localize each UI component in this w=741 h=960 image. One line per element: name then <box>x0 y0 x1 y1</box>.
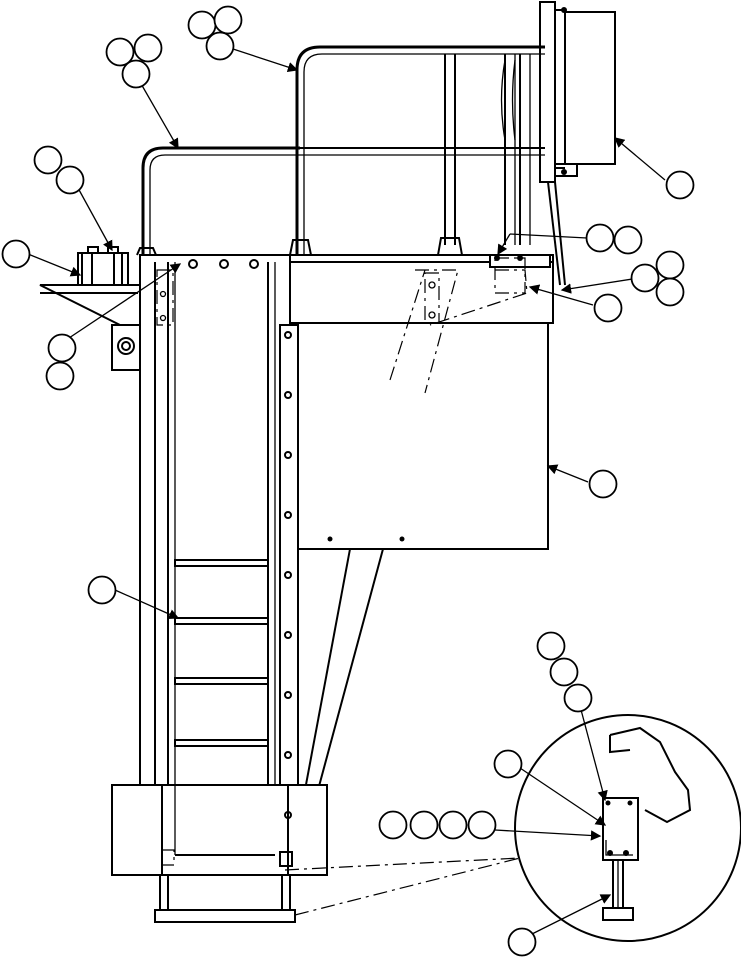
callout-balloon <box>585 223 615 253</box>
callout-balloon <box>507 927 537 957</box>
rail-hole <box>284 571 292 579</box>
callout-balloon <box>47 333 77 363</box>
callout-balloon <box>493 749 523 779</box>
callout-balloon <box>45 361 75 391</box>
callout-balloon <box>1 239 31 269</box>
warning-plate <box>539 1 616 286</box>
callout-balloon <box>563 683 593 713</box>
callout-balloon <box>409 810 439 840</box>
callout-balloon <box>55 165 85 195</box>
rail-hole <box>284 691 292 699</box>
rail-hole <box>284 631 292 639</box>
rail-hole <box>284 331 292 339</box>
callout-balloon <box>213 5 243 35</box>
callout-balloon <box>87 575 117 605</box>
callout-balloon <box>655 277 685 307</box>
rail-hole <box>284 451 292 459</box>
lower-box <box>289 257 549 550</box>
callout-balloons <box>1 5 695 957</box>
callout-balloon <box>121 59 151 89</box>
callout-balloon <box>593 293 623 323</box>
callout-balloon <box>105 37 135 67</box>
callout-balloon <box>655 250 685 280</box>
callout-balloon <box>378 810 408 840</box>
rail-hole <box>284 511 292 519</box>
side-rail-holes <box>284 331 292 819</box>
callout-balloon <box>133 33 163 63</box>
callout-balloon <box>588 469 618 499</box>
callout-balloon <box>549 657 579 687</box>
callout-balloon <box>613 225 643 255</box>
rail-hole <box>284 391 292 399</box>
rail-hole <box>284 751 292 759</box>
leader-lines <box>27 47 666 936</box>
callout-balloon <box>205 31 235 61</box>
detail-view <box>284 714 741 942</box>
callout-balloon <box>630 263 660 293</box>
handrail-assembly <box>136 45 545 256</box>
callout-balloon <box>438 810 468 840</box>
platform-deck <box>39 246 554 371</box>
callout-balloon <box>467 810 497 840</box>
rail-hole <box>284 811 292 819</box>
ladder-assembly <box>111 254 328 923</box>
callout-balloon <box>665 170 695 200</box>
callout-balloon <box>536 631 566 661</box>
callout-balloon <box>33 145 63 175</box>
support-strut <box>304 548 384 791</box>
